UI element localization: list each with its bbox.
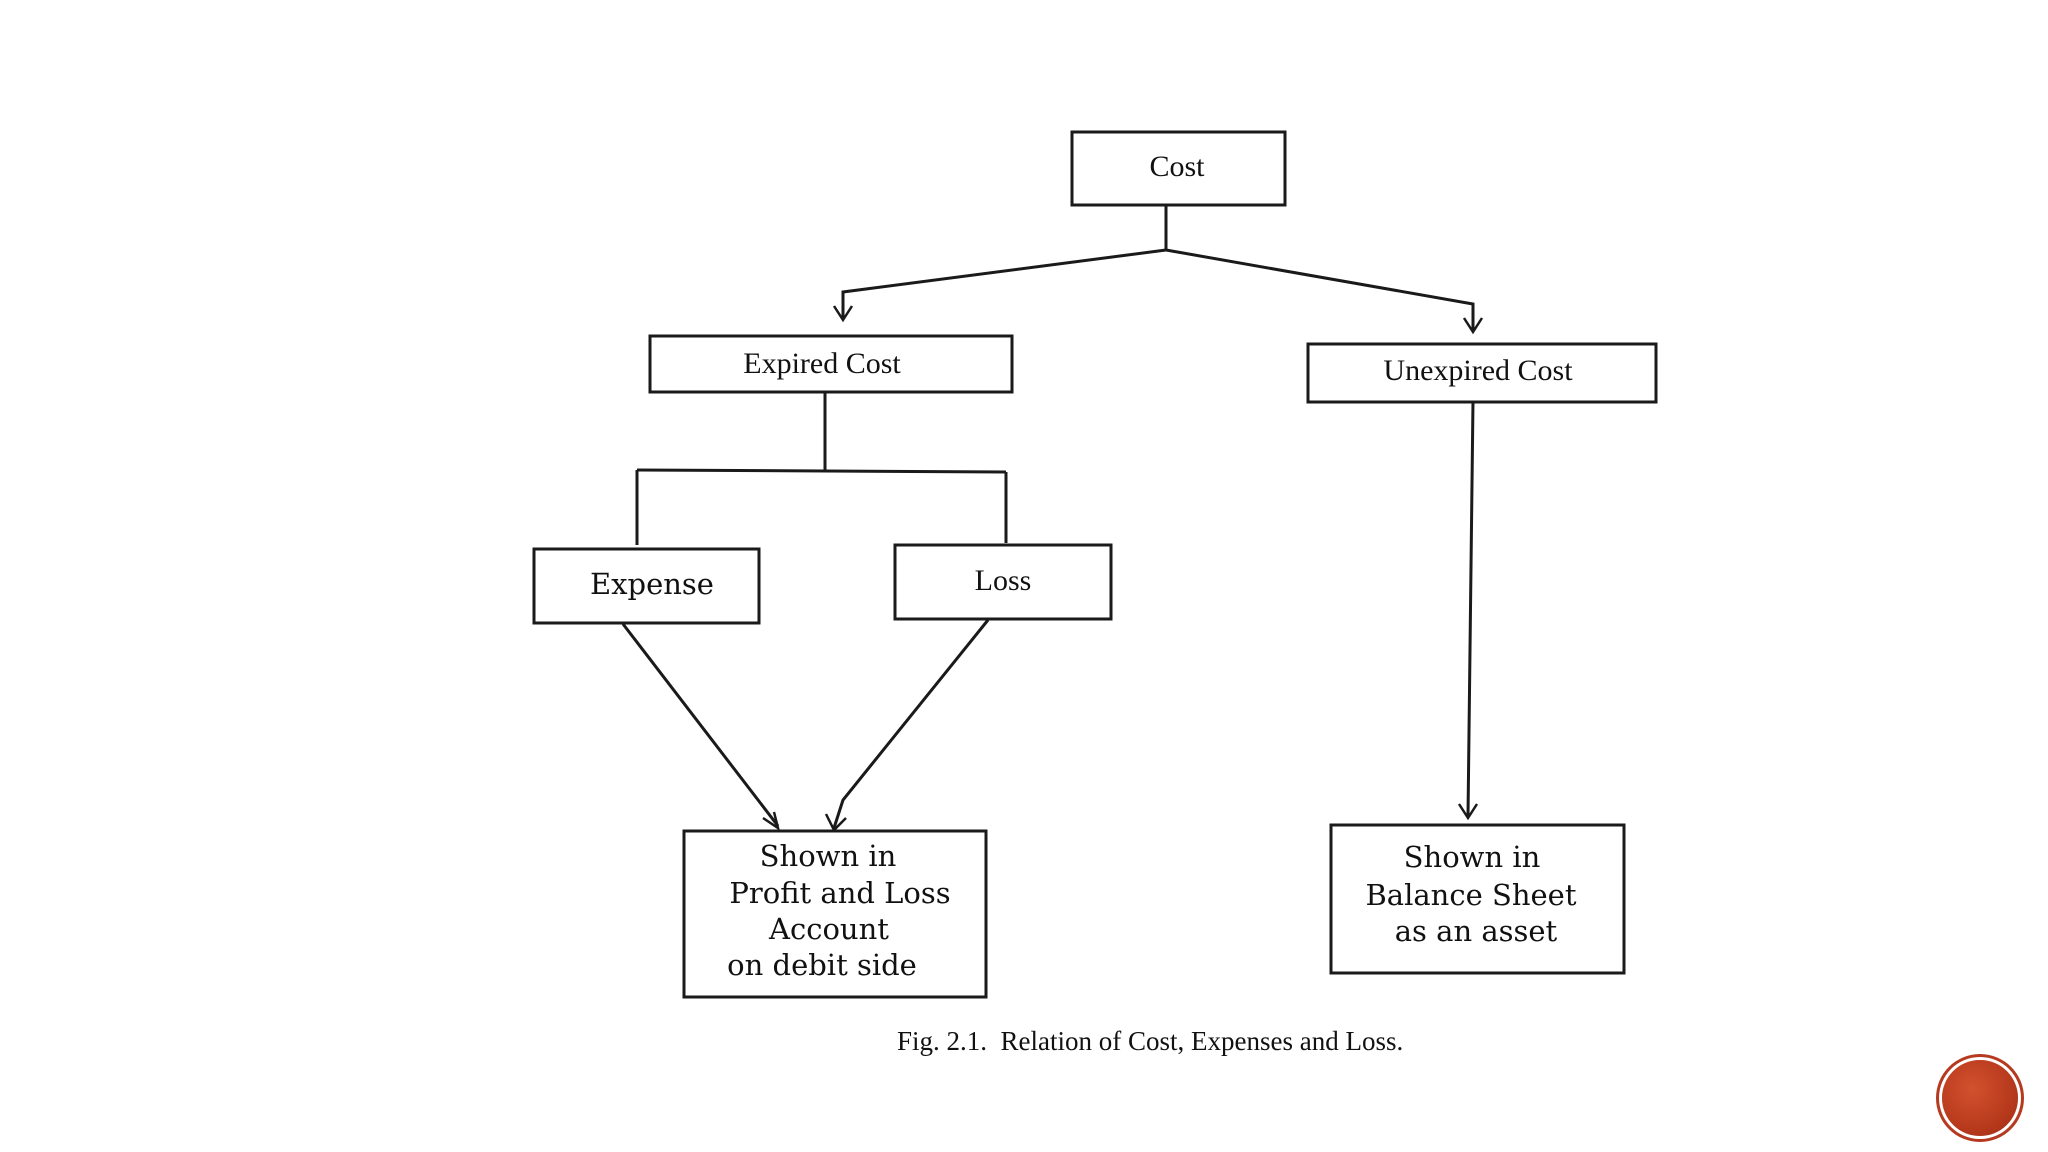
edge-expense-to-pl: [621, 623, 780, 827]
node-pl-line-1: Shown in: [760, 839, 897, 873]
connectors: [621, 206, 1484, 833]
node-balance-sheet: Shown in Balance Sheet as an asset: [1329, 823, 1626, 975]
arrowhead-pl-left: [762, 811, 780, 831]
node-expired-cost: Expired Cost: [648, 334, 1014, 394]
edge-cost-to-expired: [841, 248, 1167, 318]
arrowhead-expired: [832, 305, 854, 323]
node-bs-line-1: Shown in: [1404, 840, 1541, 874]
node-expired-cost-label: Expired Cost: [743, 347, 901, 380]
slide-number-badge: [1942, 1060, 2018, 1136]
node-pl-line-4: on debit side: [727, 948, 917, 982]
edge-unexpired-to-bs: [1466, 400, 1475, 817]
node-bs-line-2: Balance Sheet: [1366, 878, 1577, 912]
figure-caption: Fig. 2.1. Relation of Cost, Expenses and…: [897, 1026, 1403, 1056]
node-expense: Expense: [532, 547, 761, 625]
node-profit-loss-account: Shown in Profit and Loss Account on debi…: [682, 829, 988, 999]
node-expense-label: Expense: [590, 567, 714, 601]
node-cost: Cost: [1070, 130, 1287, 207]
node-cost-label: Cost: [1149, 150, 1205, 183]
node-loss-label: Loss: [975, 564, 1032, 597]
node-pl-line-2: Profit and Loss: [729, 876, 950, 910]
node-unexpired-cost-label: Unexpired Cost: [1383, 354, 1573, 387]
arrowhead-unexpired: [1462, 317, 1484, 335]
edge-expired-bracket: [636, 468, 1007, 474]
edge-loss-to-pl: [832, 619, 990, 829]
node-pl-line-3: Account: [768, 912, 889, 946]
edge-cost-to-unexpired: [1165, 248, 1475, 330]
arrowhead-bs: [1457, 803, 1479, 821]
node-bs-line-3: as an asset: [1395, 914, 1558, 948]
node-unexpired-cost: Unexpired Cost: [1306, 342, 1658, 404]
node-loss: Loss: [893, 543, 1113, 621]
